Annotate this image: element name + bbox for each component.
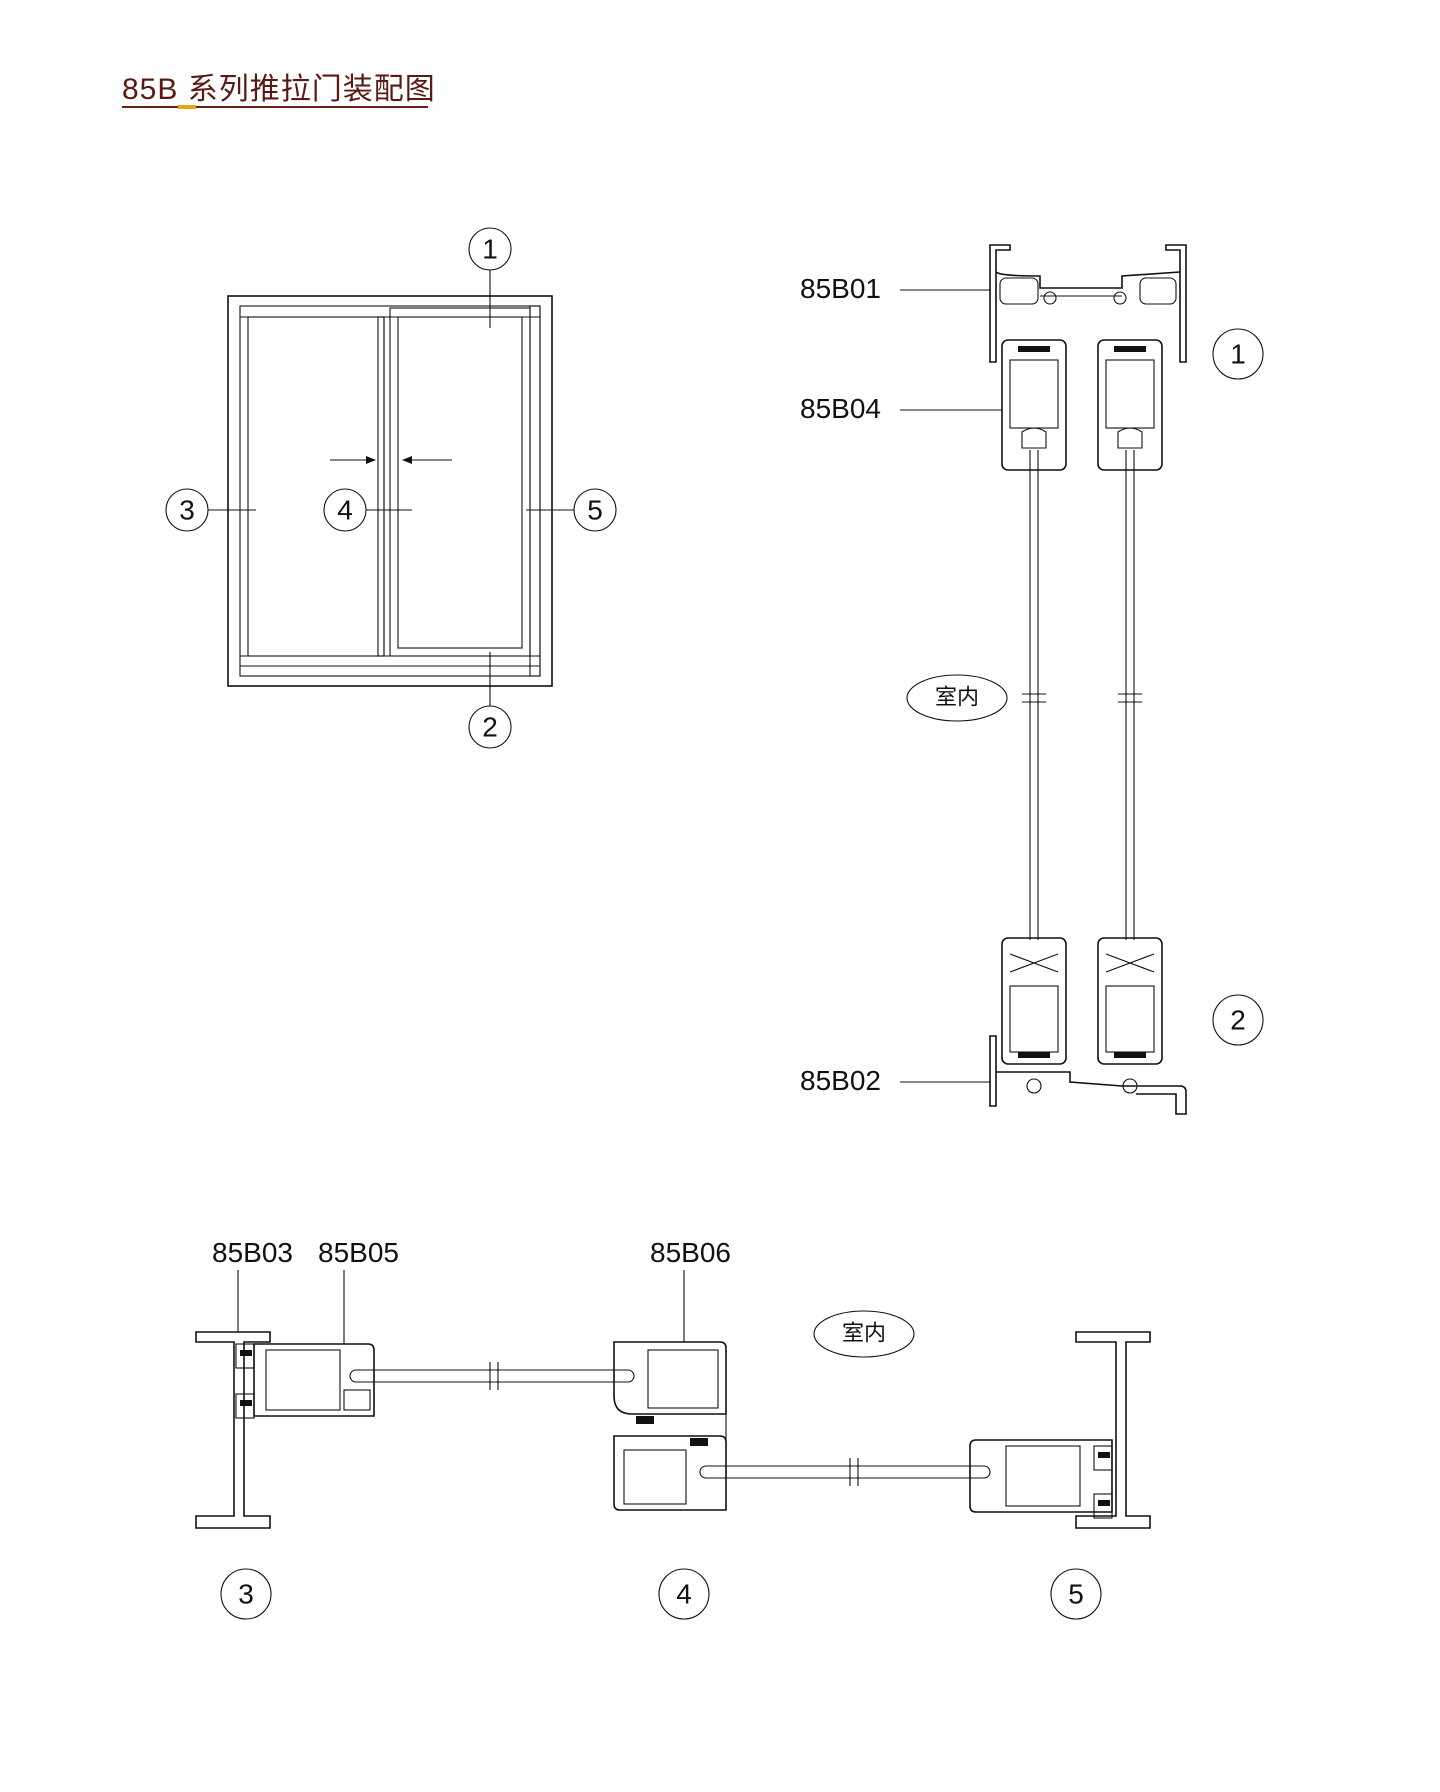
room-label-horizontal: 室内 [813, 1310, 915, 1358]
callout-2-section: 2 [1212, 994, 1264, 1046]
callout-number: 室内 [842, 1322, 886, 1347]
callout-number: 4 [676, 1579, 692, 1610]
callout-number: 1 [1230, 339, 1246, 370]
interlock-profile [613, 1341, 727, 1511]
glass-left [1022, 450, 1046, 940]
part-label-sash-rail: 85B04 [800, 393, 881, 424]
left-sash [247, 316, 385, 657]
sash-stile-left [253, 1343, 375, 1417]
side-frame-left [195, 1331, 271, 1529]
vertical-section: 85B01 85B04 85B02 室内 1 2 [800, 244, 1264, 1115]
bottom-sash-rail-right [1097, 937, 1163, 1065]
outer-frame [227, 295, 553, 687]
horizontal-section: 85B03 85B05 85B06 室内 3 4 5 [195, 1237, 1151, 1620]
callout-1-elevation: 1 [468, 227, 512, 271]
callout-3-section: 3 [220, 1568, 272, 1620]
callout-5-section: 5 [1050, 1568, 1102, 1620]
glass-upper [349, 1362, 635, 1390]
part-label-side-frame: 85B03 [212, 1237, 293, 1268]
callout-number: 室内 [935, 686, 979, 711]
part-label-sill: 85B02 [800, 1065, 881, 1096]
sill-profile [989, 1035, 1187, 1115]
callout-3-elevation: 3 [165, 488, 209, 532]
title-underline [122, 106, 428, 108]
page-title: 85B 系列推拉门装配图 [122, 73, 436, 106]
callout-number: 5 [1068, 1579, 1084, 1610]
callout-2-elevation: 2 [468, 705, 512, 749]
title-block: 85B 系列推拉门装配图 [122, 64, 436, 109]
callout-number: 5 [587, 495, 603, 526]
head-profile [989, 244, 1187, 363]
callout-1-section: 1 [1212, 328, 1264, 380]
top-sash-rail-right [1097, 339, 1163, 471]
callout-number: 3 [238, 1579, 254, 1610]
elevation-view: 1 2 3 4 5 [165, 227, 617, 749]
side-frame-right [1075, 1331, 1151, 1529]
part-label-head: 85B01 [800, 273, 881, 304]
right-sash [389, 307, 531, 657]
callout-number: 3 [179, 495, 195, 526]
glass-lower [699, 1458, 991, 1486]
callout-number: 2 [482, 712, 498, 743]
callout-number: 2 [1230, 1005, 1246, 1036]
callout-4-section: 4 [658, 1568, 710, 1620]
callout-number: 1 [482, 234, 498, 265]
part-label-interlock: 85B06 [650, 1237, 731, 1268]
part-label-sash-stile: 85B05 [318, 1237, 399, 1268]
callout-5-elevation: 5 [573, 488, 617, 532]
sash-stile-right [969, 1439, 1113, 1513]
callout-4-elevation: 4 [323, 488, 367, 532]
callout-number: 4 [337, 495, 353, 526]
bottom-sash-rail-left [1001, 937, 1067, 1065]
closing-arrows [330, 456, 452, 464]
top-sash-rail-left [1001, 339, 1067, 471]
glass-right [1118, 450, 1142, 940]
title-accent-mark [178, 105, 196, 109]
room-label-vertical: 室内 [906, 674, 1008, 722]
